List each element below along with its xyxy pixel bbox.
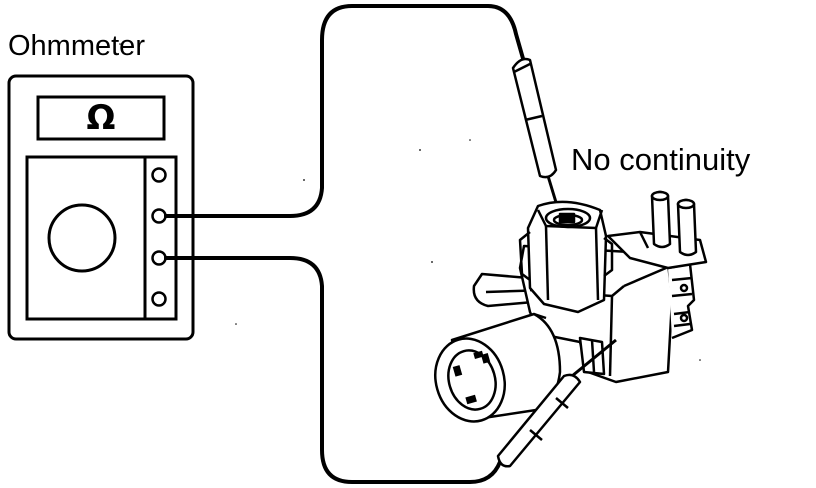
ohmmeter-case [9, 76, 193, 339]
scan-speckles [119, 43, 701, 361]
ohmmeter-icon [9, 76, 193, 339]
ohmmeter-label: Ohmmeter [8, 30, 145, 62]
solenoid-valve-icon [426, 192, 706, 430]
ohmmeter-dial [49, 205, 115, 271]
connector-icon [520, 202, 612, 312]
probe-icon [513, 59, 562, 222]
terminal-2 [153, 210, 166, 223]
terminal-1 [153, 169, 166, 182]
upper-test-lead [166, 6, 524, 216]
ohmmeter-display [38, 97, 164, 139]
lower-test-lead [166, 258, 500, 482]
ohmmeter-panel [27, 157, 176, 319]
probe-icon-lower [498, 340, 616, 466]
no-continuity-label: No continuity [571, 142, 751, 177]
test-leads [166, 6, 524, 482]
vacuum-port-icon [652, 192, 696, 255]
terminal-3 [153, 252, 166, 265]
ohm-symbol-icon: Ω [86, 98, 116, 138]
terminal-4 [153, 293, 166, 306]
